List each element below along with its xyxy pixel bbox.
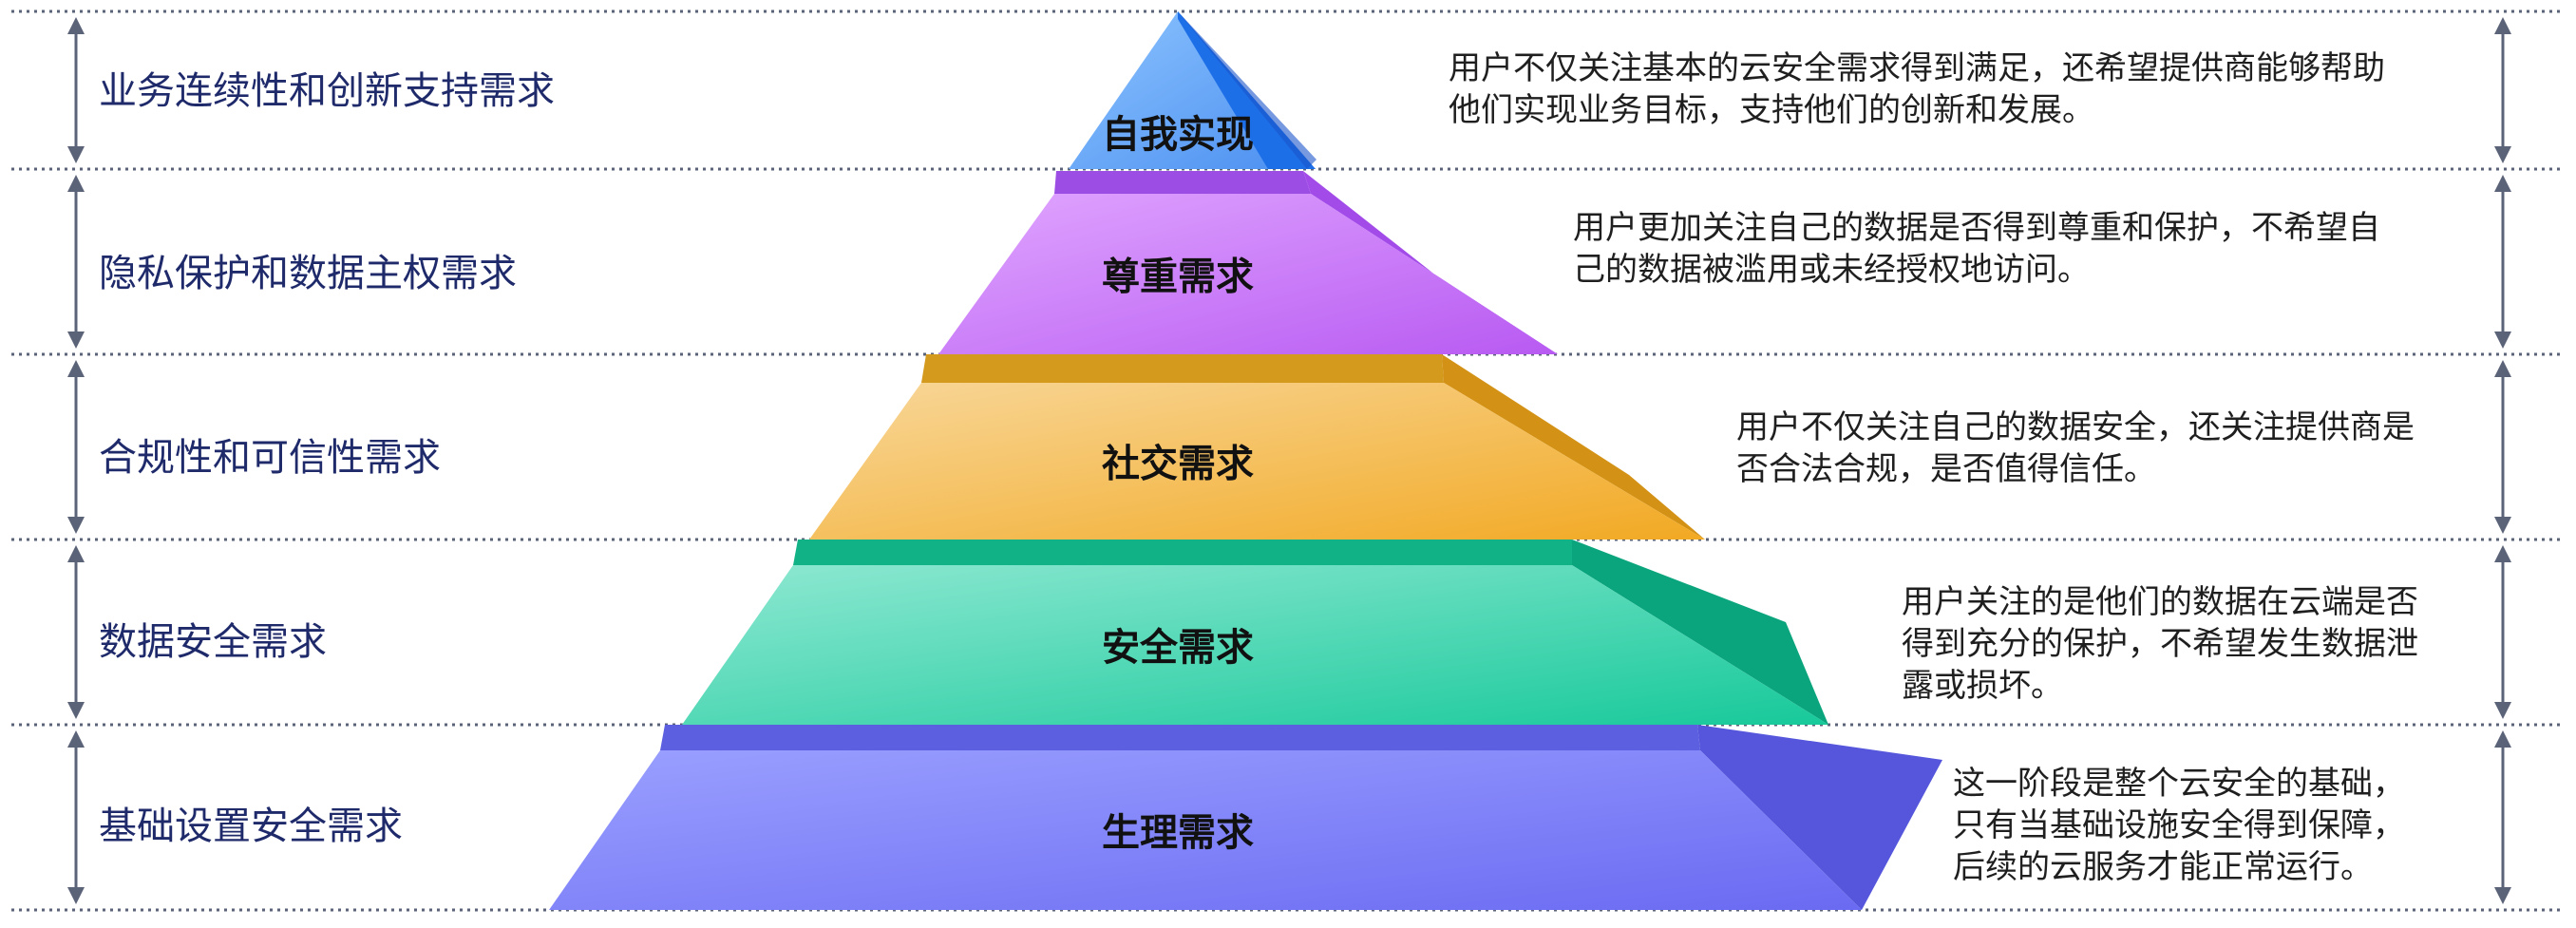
tier-description-3: 用户不仅关注自己的数据安全，还关注提供商是 否合法合规，是否值得信任。 xyxy=(1736,407,2415,490)
tier-3: 社交需求 xyxy=(809,354,1705,540)
arrow-head xyxy=(67,175,85,192)
tier-side xyxy=(1697,725,1942,910)
tier-description-4: 用户关注的是他们的数据在云端是否 得到充分的保护，不希望发生数据泄 露或损坏。 xyxy=(1902,581,2418,707)
height-arrows xyxy=(67,17,2511,904)
desc-line: 否合法合规，是否值得信任。 xyxy=(1736,450,2156,488)
need-label-4: 数据安全需求 xyxy=(99,620,327,664)
tier-label-4: 安全需求 xyxy=(1102,626,1254,670)
desc-line: 这一阶段是整个云安全的基础， xyxy=(1953,765,2405,803)
desc-line: 用户更加关注自己的数据是否得到尊重和保护，不希望自 xyxy=(1573,209,2380,247)
arrow-head xyxy=(2494,545,2511,562)
desc-line: 后续的云服务才能正常运行。 xyxy=(1953,848,2373,886)
tier-top xyxy=(921,354,1444,383)
arrow-head xyxy=(67,887,85,904)
arrow-head xyxy=(2494,730,2511,748)
tier-side xyxy=(1572,540,1828,725)
arrow-head xyxy=(67,545,85,562)
tier-2: 尊重需求 xyxy=(938,171,1558,354)
tier-face xyxy=(938,194,1558,354)
tier-face xyxy=(682,565,1828,725)
tier-1: 自我实现 xyxy=(1069,11,1316,169)
tier-side xyxy=(1442,354,1705,540)
arrow-head xyxy=(2494,175,2511,192)
tier-description-1: 用户不仅关注基本的云安全需求得到满足，还希望提供商能够帮助 他们实现业务目标，支… xyxy=(1449,47,2385,131)
arrow-head xyxy=(67,17,85,34)
need-label-2: 隐私保护和数据主权需求 xyxy=(99,252,517,295)
tier-top xyxy=(793,540,1572,565)
tier-description-2: 用户更加关注自己的数据是否得到尊重和保护，不希望自 己的数据被滥用或未经授权地访… xyxy=(1573,207,2380,291)
arrow-head xyxy=(67,730,85,748)
arrow-head xyxy=(2494,17,2511,34)
tier-top xyxy=(1054,171,1311,194)
tier-label-3: 社交需求 xyxy=(1102,443,1254,486)
desc-line: 用户关注的是他们的数据在云端是否 xyxy=(1902,583,2418,621)
tier-label-2: 尊重需求 xyxy=(1102,256,1254,299)
arrow-head xyxy=(2494,360,2511,377)
desc-line: 露或损坏。 xyxy=(1902,667,2063,705)
tier-5: 生理需求 xyxy=(549,725,1942,910)
arrow-head xyxy=(67,360,85,377)
desc-line: 他们实现业务目标，支持他们的创新和发展。 xyxy=(1449,91,2094,129)
arrow-head xyxy=(67,517,85,534)
tier-4: 安全需求 xyxy=(682,540,1828,725)
arrow-head xyxy=(2494,702,2511,719)
desc-line: 只有当基础设施安全得到保障， xyxy=(1953,806,2405,844)
arrow-head xyxy=(67,146,85,163)
tier-label-1: 自我实现 xyxy=(1102,113,1254,157)
tier-side xyxy=(1178,11,1316,169)
desc-line: 用户不仅关注基本的云安全需求得到满足，还希望提供商能够帮助 xyxy=(1449,49,2385,87)
tier-label-5: 生理需求 xyxy=(1102,811,1254,855)
arrow-head xyxy=(67,702,85,719)
tier-top xyxy=(660,725,1700,750)
arrow-head xyxy=(2494,517,2511,534)
arrow-head xyxy=(2494,146,2511,163)
tier-description-5: 这一阶段是整个云安全的基础， 只有当基础设施安全得到保障， 后续的云服务才能正常… xyxy=(1953,763,2405,888)
need-label-1: 业务连续性和创新支持需求 xyxy=(99,69,555,113)
desc-line: 用户不仅关注自己的数据安全，还关注提供商是 xyxy=(1736,408,2415,446)
need-label-3: 合规性和可信性需求 xyxy=(99,436,441,480)
arrow-head xyxy=(2494,887,2511,904)
need-label-5: 基础设置安全需求 xyxy=(99,805,403,848)
desc-line: 己的数据被滥用或未经授权地访问。 xyxy=(1573,251,2090,289)
pyramid-tiers: 生理需求 安全需求 社交需求 尊重需求 自我实现 xyxy=(549,11,1942,910)
tier-face xyxy=(809,383,1705,540)
arrow-head xyxy=(2494,331,2511,349)
tier-face xyxy=(549,750,1862,910)
arrow-head xyxy=(67,331,85,349)
desc-line: 得到充分的保护，不希望发生数据泄 xyxy=(1902,625,2418,663)
